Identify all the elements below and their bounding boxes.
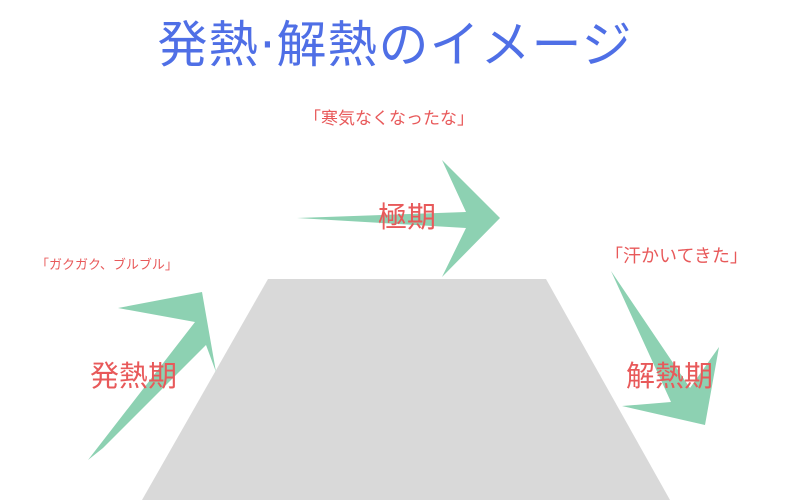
onset-phase-label: 発熱期	[90, 359, 178, 393]
peak-quote: 「寒気なくなったな」	[304, 109, 474, 129]
relief-phase-label: 解熱期	[626, 359, 714, 393]
plateau-arrow	[297, 160, 500, 277]
peak-phase-label: 極期	[378, 200, 437, 234]
relief-quote: 「汗かいてきた」	[605, 246, 748, 267]
diagram-title: 発熱·解熱のイメージ	[157, 16, 633, 74]
rising-arrow	[88, 292, 216, 460]
temperature-plateau-shape	[142, 279, 670, 500]
onset-quote: 「ガクガク、ブルブル」	[36, 258, 178, 273]
falling-arrow	[611, 271, 719, 425]
